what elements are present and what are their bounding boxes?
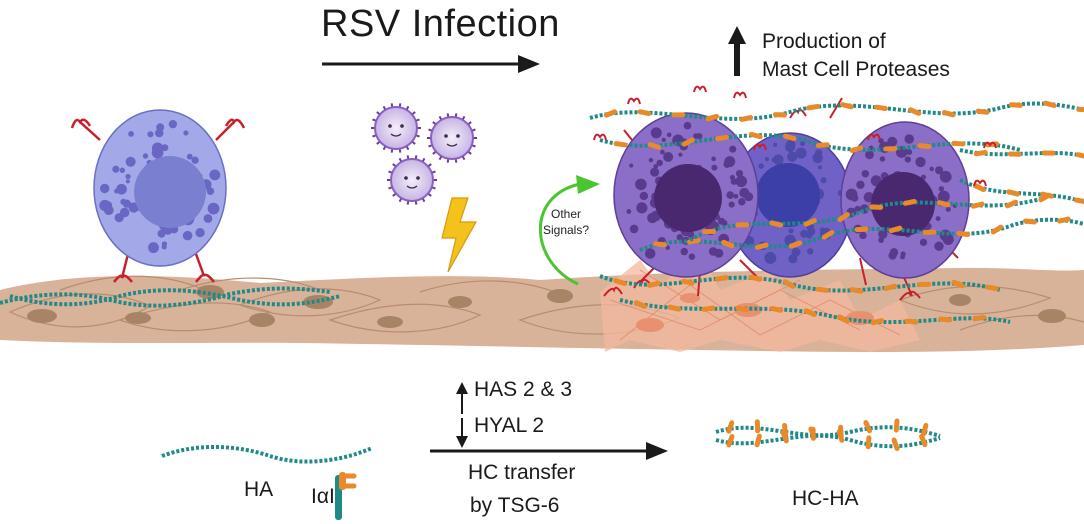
up-small-arrow-icon <box>456 382 468 414</box>
green-signal-arrow <box>538 175 600 286</box>
lightning-bolt-icon <box>441 197 478 273</box>
protease-label-line2: Mast Cell Proteases <box>762 58 950 81</box>
signal-label-line2: Signals? <box>542 223 590 237</box>
legend-hc-ha <box>715 418 941 451</box>
hc-ha-meshwork <box>589 85 1084 326</box>
hc-ha-label: HC-HA <box>792 487 859 510</box>
ha-strand-left <box>0 286 341 308</box>
hc-transfer-arrow <box>430 442 668 460</box>
diagram-title: RSV Infection <box>321 3 560 45</box>
tsg6-label: by TSG-6 <box>470 494 560 517</box>
up-arrow-icon <box>728 26 746 76</box>
title-arrow <box>322 55 540 73</box>
resting-mast-cell <box>70 109 246 283</box>
rsv-virions <box>371 103 477 205</box>
legend-ha-strand <box>161 444 373 464</box>
protease-label-line1: Production of <box>762 30 886 53</box>
has-label: HAS 2 & 3 <box>474 378 573 401</box>
down-small-arrow-icon <box>456 418 468 448</box>
iai-label: IαI <box>311 485 335 508</box>
ha-label: HA <box>244 478 274 501</box>
epithelium-layer <box>0 267 1084 353</box>
activated-mast-cell-cluster <box>603 97 970 301</box>
hyal-label: HYAL 2 <box>474 414 545 437</box>
signal-label-line1: Other <box>550 207 581 221</box>
iai-molecule-icon <box>335 472 357 520</box>
hc-transfer-label: HC transfer <box>468 461 576 484</box>
